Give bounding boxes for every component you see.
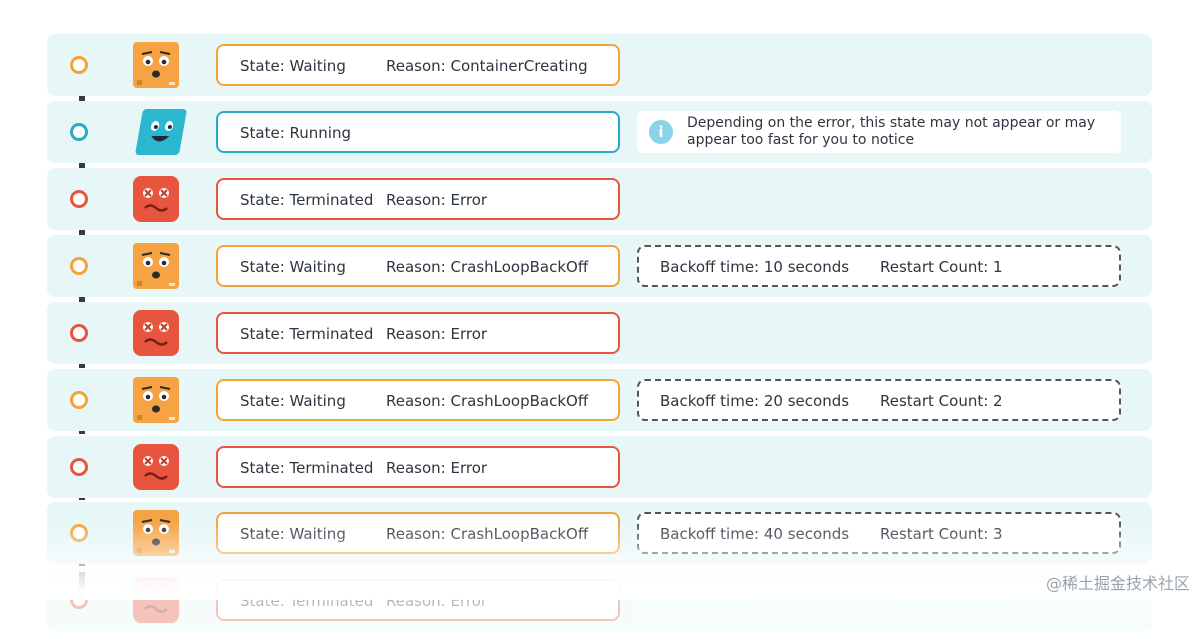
worried-orange-square-character-icon [133,510,179,556]
reason-label: Reason: ContainerCreating [386,57,588,75]
reason-label: Reason: CrashLoopBackOff [386,525,589,543]
state-box: State: Terminated Reason: Error [216,579,620,621]
restart-count-label: Restart Count: 1 [880,258,1003,276]
state-box: State: Waiting Reason: ContainerCreating [216,44,620,86]
reason-label: Reason: CrashLoopBackOff [386,258,589,276]
worried-orange-square-character-icon [133,243,179,289]
timeline-row: State: Waiting Reason: CrashLoopBackOff Ba… [47,235,1152,297]
timeline-row: State: Terminated Reason: Error [47,436,1152,498]
backoff-time-label: Backoff time: 20 seconds [660,392,850,410]
timeline-row: State: Terminated Reason: Error [47,569,1152,631]
state-box: State: Waiting Reason: CrashLoopBackOff [216,512,620,554]
reason-label: Reason: Error [386,325,488,343]
backoff-time-label: Backoff time: 10 seconds [660,258,850,276]
watermark: @稀土掘金技术社区 [1045,574,1190,593]
worried-orange-square-character-icon [133,42,179,88]
info-icon: i [649,120,673,144]
backoff-box: Backoff time: 20 seconds Restart Count: 2 [637,379,1121,421]
dizzy-red-character-icon [133,577,179,623]
backoff-box: Backoff time: 10 seconds Restart Count: 1 [637,245,1121,287]
worried-orange-square-character-icon [133,377,179,423]
backoff-box: Backoff time: 40 seconds Restart Count: 3 [637,512,1121,554]
info-text: Depending on the error, this state may n… [687,115,1096,148]
dizzy-red-character-icon [133,176,179,222]
backoff-time-label: Backoff time: 40 seconds [660,525,850,543]
timeline-row: State: Waiting Reason: CrashLoopBackOff Ba… [47,502,1152,564]
timeline-dot [70,190,88,208]
reason-label: Reason: CrashLoopBackOff [386,392,589,410]
state-label: State: Waiting [240,392,346,410]
restart-count-label: Restart Count: 2 [880,392,1003,410]
state-label: State: Terminated [240,325,374,343]
dizzy-red-character-icon [133,310,179,356]
timeline-dot [70,324,88,342]
state-label: State: Terminated [240,592,374,610]
restart-count-label: Restart Count: 3 [880,525,1003,543]
state-box: State: Waiting Reason: CrashLoopBackOff [216,245,620,287]
timeline-dot [70,458,88,476]
timeline-dot [70,524,88,542]
state-box: State: Terminated Reason: Error [216,446,620,488]
state-label: State: Terminated [240,459,374,477]
state-label: State: Waiting [240,57,346,75]
timeline-row: State: Terminated Reason: Error [47,302,1152,364]
dizzy-red-character-icon [133,444,179,490]
timeline-dot [70,257,88,275]
timeline-dot [70,591,88,609]
timeline-dot [70,123,88,141]
state-label: State: Waiting [240,525,346,543]
timeline-row: State: Terminated Reason: Error [47,168,1152,230]
info-note: i Depending on the error, this state may … [637,111,1121,153]
state-label: State: Terminated [240,191,374,209]
state-label: State: Running [240,124,351,142]
state-box: State: Running [216,111,620,153]
reason-label: Reason: Error [386,592,488,610]
state-box: State: Terminated Reason: Error [216,312,620,354]
timeline-row: State: Waiting Reason: CrashLoopBackOff Ba… [47,369,1152,431]
happy-blue-running-character-icon [134,109,188,155]
reason-label: Reason: Error [386,459,488,477]
state-label: State: Waiting [240,258,346,276]
timeline-row: State: Running i Depending on the error, t… [47,101,1152,163]
timeline-dot [70,56,88,74]
timeline-row: State: Waiting Reason: ContainerCreating [47,34,1152,96]
timeline-dot [70,391,88,409]
state-box: State: Terminated Reason: Error [216,178,620,220]
reason-label: Reason: Error [386,191,488,209]
state-box: State: Waiting Reason: CrashLoopBackOff [216,379,620,421]
